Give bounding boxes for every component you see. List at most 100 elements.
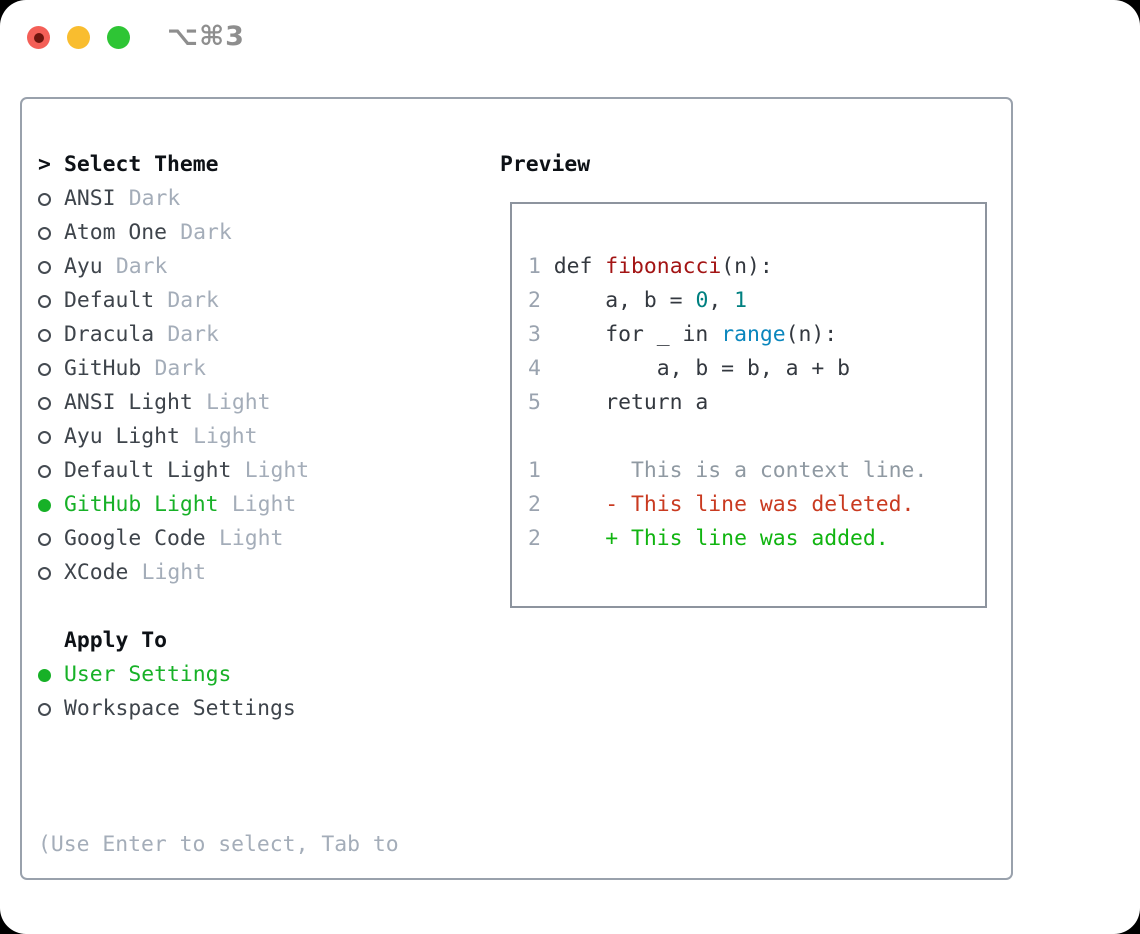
code-segment-del: - This line was deleted. [540,492,915,517]
code-segment-pl: a, b = [540,288,696,313]
option-variant-label: Light [231,492,297,517]
radio-icon [38,192,51,206]
option-label: XCode [64,560,129,585]
code-segment-ln: 2 [528,492,541,517]
code-segment-ln: 1 [528,458,541,483]
code-line: 2 - This line was deleted. [528,488,985,522]
spacer [38,726,399,760]
prompt-icon: > [38,152,51,177]
option-label: Dracula [64,322,155,347]
code-segment-pl: def [540,254,606,279]
code-line: 1 def fibonacci(n): [528,250,985,284]
code-segment-nu: 0 [695,288,709,313]
window-title: ⌥⌘3 [167,21,245,52]
option-variant-label: Dark [128,186,181,211]
radio-selected-icon [38,498,51,512]
select-theme-title: Select Theme [64,152,219,177]
code-segment-ln: 2 [528,288,541,313]
code-line: 1 This is a context line. [528,454,985,488]
code-segment-ln: 3 [528,322,541,347]
option-variant-label: Light [193,424,258,449]
option-label: Ayu [64,254,103,279]
theme-option-ansi[interactable]: ANSI Dark [38,182,399,216]
option-label: ANSI [64,186,116,211]
theme-option-github[interactable]: GitHub Dark [38,352,399,386]
theme-option-xcode[interactable]: XCode Light [38,556,399,590]
option-variant-label: Dark [180,220,232,245]
unsaved-indicator-icon [33,32,44,43]
code-segment-nu: 1 [734,288,747,313]
radio-icon [38,430,51,444]
close-button[interactable] [27,26,50,49]
code-line: 5 return a [528,386,985,420]
code-line: 2 + This line was added. [528,522,985,556]
preview-title: Preview [500,152,591,177]
radio-icon [38,328,51,342]
code-segment-add: + This line was added. [540,526,889,551]
theme-option-ayu-light[interactable]: Ayu Light Light [38,420,399,454]
code-segment-pl: (n): [721,254,773,279]
radio-icon [38,532,51,546]
code-segment-fn: fibonacci [605,254,722,279]
theme-option-default-light[interactable]: Default Light Light [38,454,399,488]
theme-option-atom-one[interactable]: Atom One Dark [38,216,399,250]
minimize-button[interactable] [67,26,90,49]
option-variant-label: Dark [167,288,219,313]
apply-option-workspace-settings[interactable]: Workspace Settings [38,692,399,726]
theme-option-google-code[interactable]: Google Code Light [38,522,399,556]
blank-line [528,420,985,454]
option-variant-label: Light [244,458,310,483]
radio-selected-icon [38,668,51,682]
option-variant-label: Light [141,560,207,585]
option-label: User Settings [64,662,232,687]
option-variant-label: Dark [167,322,219,347]
select-theme-header: > Select Theme [38,148,399,182]
option-label: ANSI Light [64,390,193,415]
radio-icon [38,294,51,308]
code-segment-pl: for _ in [540,322,722,347]
radio-icon [38,566,51,580]
option-label: Workspace Settings [64,696,296,721]
code-segment-ln: 1 [528,254,541,279]
option-label: Google Code [64,526,206,551]
code-segment-pl: (n): [785,322,838,347]
option-label: Atom One [64,220,168,245]
radio-icon [38,260,51,274]
code-segment-pl: , [708,288,735,313]
zoom-button[interactable] [107,26,130,49]
apply-option-user-settings[interactable]: User Settings [38,658,399,692]
code-segment-pl: a, b = b, a + b [540,356,850,381]
code-line: 2 a, b = 0, 1 [528,284,985,318]
option-label: Ayu Light [64,424,180,449]
radio-icon [38,226,51,240]
code-segment-ctx: This is a context line. [540,458,928,483]
code-segment-bi: range [721,322,786,347]
option-label: Default Light [64,458,232,483]
spacer [38,590,399,624]
apply-to-header: Apply To [38,624,399,658]
option-variant-label: Light [218,526,284,551]
code-line: 3 for _ in range(n): [528,318,985,352]
code-segment-ln: 2 [528,526,541,551]
code-segment-pl: return a [540,390,709,415]
theme-option-default[interactable]: Default Dark [38,284,399,318]
apply-to-title: Apply To [64,628,168,653]
hint-text: (Use Enter to select, Tab to change focu… [38,760,399,934]
radio-icon [38,362,51,376]
hint-line: (Use Enter to select, Tab to [38,832,399,857]
radio-icon [38,396,51,410]
theme-option-dracula[interactable]: Dracula Dark [38,318,399,352]
option-label: GitHub [64,356,142,381]
option-variant-label: Dark [154,356,207,381]
option-label: Default [64,288,155,313]
